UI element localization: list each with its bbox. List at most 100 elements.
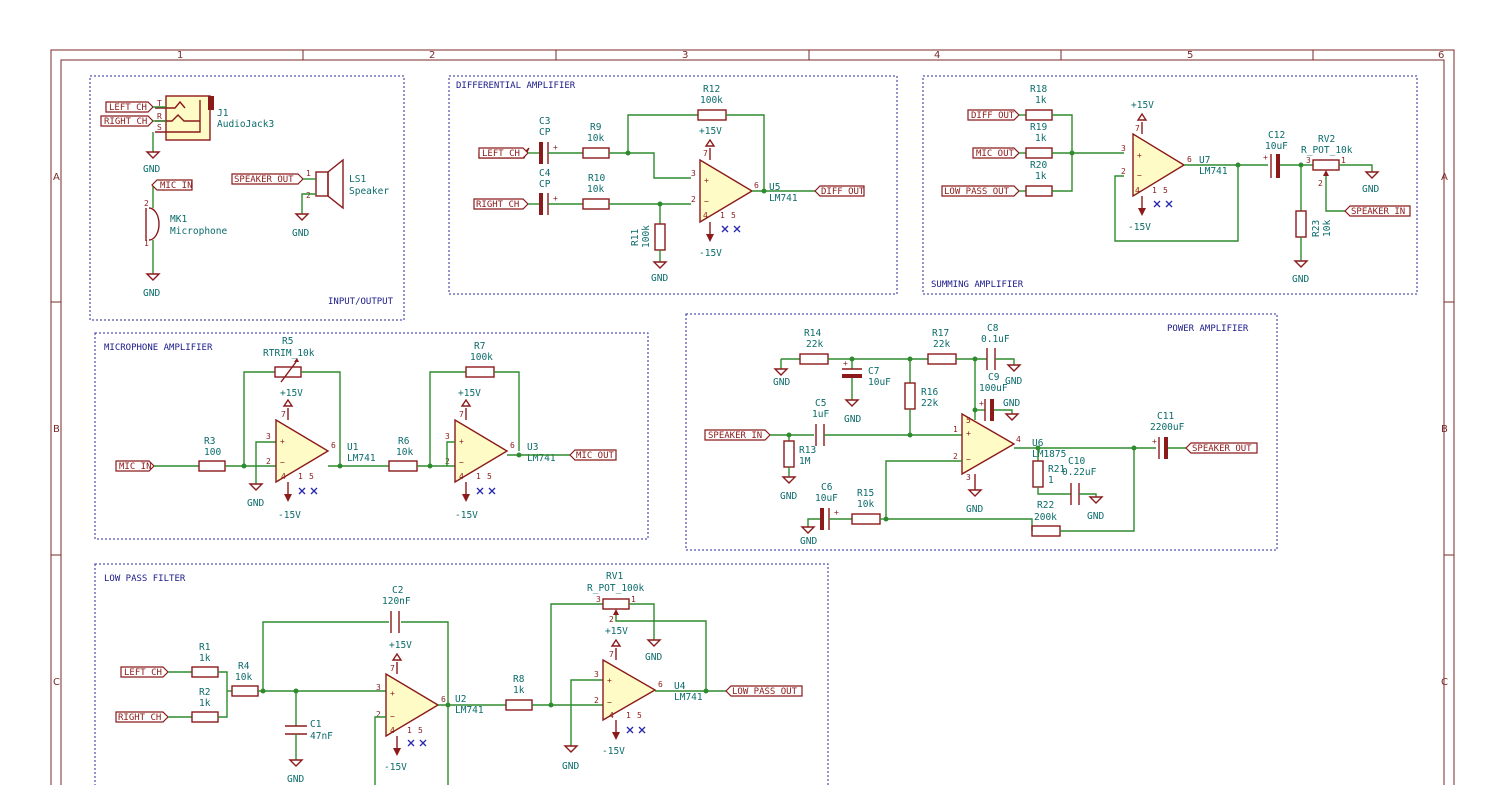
capacitor-c7[interactable]: + C7 10uF bbox=[842, 359, 891, 400]
net-label-speaker-in-power[interactable]: SPEAKER_IN bbox=[704, 429, 771, 441]
svg-text:+: + bbox=[607, 676, 612, 685]
power-vpos: +15V bbox=[280, 388, 303, 407]
amplifier-u6[interactable]: 1 2 4 + − 5 3 U6 LM1875 bbox=[953, 412, 1066, 490]
svg-text:5: 5 bbox=[731, 211, 736, 220]
resistor-r11[interactable]: R11 100k bbox=[630, 204, 666, 262]
capacitor-c3[interactable]: + C3 CP bbox=[539, 116, 558, 164]
svg-text:+: + bbox=[966, 429, 971, 438]
net-label-mic-out-sum[interactable]: MIC_OUT bbox=[972, 147, 1020, 159]
net-label-mic-in-io[interactable]: MIC_IN bbox=[151, 179, 193, 191]
svg-text:U5: U5 bbox=[769, 182, 780, 193]
potentiometer-rv2[interactable]: 3 1 2 RV2 R_POT_10k bbox=[1301, 134, 1353, 188]
opamp-u1[interactable]: 3 2 6 + − 7 4 1 5 U1 LM741 bbox=[266, 408, 376, 495]
svg-text:RIGHT_CH: RIGHT_CH bbox=[476, 200, 519, 210]
svg-text:GND: GND bbox=[780, 491, 797, 502]
net-label-low-pass-out-lpf[interactable]: LOW_PASS_OUT bbox=[725, 685, 803, 697]
svg-text:LM741: LM741 bbox=[347, 453, 376, 464]
resistor-r19[interactable]: R19 1k bbox=[1025, 122, 1053, 159]
resistor-r12[interactable]: R12 100k bbox=[697, 84, 727, 121]
svg-text:+15V: +15V bbox=[458, 388, 481, 399]
audio-jack-j1[interactable]: T R S J1 AudioJack3 bbox=[155, 95, 274, 141]
svg-text:SPEAKER_OUT: SPEAKER_OUT bbox=[234, 175, 294, 185]
net-label-speaker-in-sum[interactable]: SPEAKER_IN bbox=[1344, 205, 1411, 217]
capacitor-c5[interactable]: C5 1uF bbox=[812, 398, 829, 446]
svg-text:LM741: LM741 bbox=[527, 453, 556, 464]
svg-text:R17: R17 bbox=[932, 328, 949, 339]
opamp-u4[interactable]: 3 2 6 + − 7 4 1 5 U4 LM741 bbox=[594, 648, 703, 734]
svg-text:LOW_PASS_OUT: LOW_PASS_OUT bbox=[732, 687, 798, 697]
net-label-right-ch-io[interactable]: RIGHT_CH bbox=[100, 115, 166, 127]
capacitor-c1[interactable]: C1 47nF bbox=[285, 691, 333, 760]
net-label-left-ch-io[interactable]: LEFT_CH bbox=[105, 101, 166, 113]
capacitor-c11[interactable]: + C11 2200uF bbox=[1150, 411, 1185, 459]
svg-text:2: 2 bbox=[1318, 179, 1323, 188]
net-label-mic-in-mic[interactable]: MIC_IN bbox=[115, 460, 155, 472]
resistor-r9[interactable]: R9 10k bbox=[582, 122, 610, 159]
svg-text:+: + bbox=[704, 176, 709, 185]
resistor-r22[interactable]: R22 200k bbox=[1031, 500, 1061, 537]
opamp-u5[interactable]: 3 2 6 + − 7 4 1 5 U5 LM741 bbox=[691, 148, 798, 234]
resistor-r3[interactable]: R3 100 bbox=[198, 436, 226, 472]
resistor-r2[interactable]: R2 1k bbox=[191, 687, 219, 723]
net-label-right-ch-diff[interactable]: RIGHT_CH bbox=[473, 198, 529, 210]
capacitor-c2[interactable]: C2 120nF bbox=[382, 585, 411, 633]
resistor-r1[interactable]: R1 1k bbox=[191, 642, 219, 678]
net-label-mic-out-mic[interactable]: MIC_OUT bbox=[569, 449, 617, 461]
resistor-r13[interactable]: R13 1M bbox=[783, 435, 816, 477]
capacitor-c6[interactable]: + C6 10uF bbox=[807, 482, 839, 530]
trimmer-r5[interactable]: R5 RTRIM_10k bbox=[263, 336, 315, 383]
net-label-right-ch-lpf[interactable]: RIGHT_CH bbox=[115, 711, 169, 723]
svg-text:CP: CP bbox=[539, 127, 551, 138]
gnd-symbol: GND bbox=[247, 483, 264, 509]
resistor-r18[interactable]: R18 1k bbox=[1025, 84, 1053, 121]
net-label-low-pass-out-sum[interactable]: LOW_PASS_OUT bbox=[941, 185, 1020, 197]
capacitor-c10[interactable]: C10 0.22uF bbox=[1062, 456, 1097, 505]
resistor-r8[interactable]: R8 1k bbox=[505, 674, 533, 711]
svg-text:1M: 1M bbox=[799, 456, 811, 467]
mk1-ref: MK1 bbox=[170, 214, 187, 225]
opamp-u7[interactable]: 3 2 6 + − 7 4 1 5 U7 LM741 bbox=[1121, 122, 1228, 208]
gnd-symbol: GND bbox=[844, 399, 861, 425]
resistor-r21[interactable]: R21 1 bbox=[1032, 448, 1071, 495]
svg-text:R13: R13 bbox=[799, 445, 816, 456]
net-label-left-ch-diff[interactable]: LEFT_CH bbox=[478, 147, 530, 159]
resistor-r23[interactable]: R23 10k bbox=[1295, 165, 1333, 261]
svg-text:GND: GND bbox=[292, 228, 309, 239]
capacitor-c12[interactable]: + C12 10uF bbox=[1263, 130, 1288, 178]
opamp-u3[interactable]: 3 2 6 + − 7 4 1 5 U3 LM741 bbox=[445, 408, 556, 495]
svg-text:1: 1 bbox=[144, 239, 149, 248]
resistor-r10[interactable]: R10 10k bbox=[582, 173, 610, 210]
net-label-speaker-out-power[interactable]: SPEAKER_OUT bbox=[1185, 442, 1258, 454]
resistor-r20[interactable]: R20 1k bbox=[1025, 160, 1053, 197]
svg-text:-15V: -15V bbox=[384, 762, 407, 773]
resistor-r6[interactable]: R6 10k bbox=[388, 436, 418, 472]
opamp-u2[interactable]: 3 2 6 + − 7 4 1 5 U2 LM741 bbox=[376, 662, 484, 748]
svg-text:10uF: 10uF bbox=[815, 493, 838, 504]
resistor-r15[interactable]: R15 10k bbox=[851, 488, 881, 525]
capacitor-c8[interactable]: C8 0.1uF bbox=[981, 323, 1015, 370]
resistor-r7[interactable]: R7 100k bbox=[465, 341, 495, 378]
svg-text:100uF: 100uF bbox=[979, 383, 1008, 394]
svg-text:1: 1 bbox=[720, 211, 725, 220]
capacitor-c9[interactable]: + C9 100uF bbox=[975, 372, 1013, 421]
net-label-diff-out-sum[interactable]: DIFF_OUT bbox=[967, 109, 1020, 121]
resistor-r16[interactable]: R16 22k bbox=[904, 359, 938, 435]
resistor-r14[interactable]: R14 22k bbox=[799, 328, 829, 365]
svg-text:10k: 10k bbox=[1322, 220, 1333, 237]
section-summing-amplifier: SUMMING AMPLIFIER DIFF_OUT MIC_OUT LOW_P… bbox=[922, 75, 1418, 295]
svg-text:R18: R18 bbox=[1030, 84, 1047, 95]
j1-ref: J1 bbox=[217, 108, 229, 119]
capacitor-c4[interactable]: + C4 CP bbox=[539, 168, 558, 215]
svg-text:+15V: +15V bbox=[389, 640, 412, 651]
net-label-left-ch-lpf[interactable]: LEFT_CH bbox=[120, 666, 169, 678]
svg-text:GND: GND bbox=[844, 414, 861, 425]
svg-text:+: + bbox=[979, 399, 984, 408]
microphone-mk1[interactable]: 2 1 MK1 Microphone bbox=[144, 185, 227, 274]
net-label-speaker-out-io[interactable]: SPEAKER_OUT bbox=[231, 173, 316, 185]
resistor-r17[interactable]: R17 22k bbox=[927, 328, 957, 365]
svg-text:DIFF_OUT: DIFF_OUT bbox=[971, 111, 1015, 121]
resistor-r4[interactable]: R4 10k bbox=[231, 661, 259, 697]
net-label-diff-out[interactable]: DIFF_OUT bbox=[814, 185, 865, 197]
speaker-ls1[interactable]: 1 2 LS1 Speaker bbox=[306, 158, 389, 210]
